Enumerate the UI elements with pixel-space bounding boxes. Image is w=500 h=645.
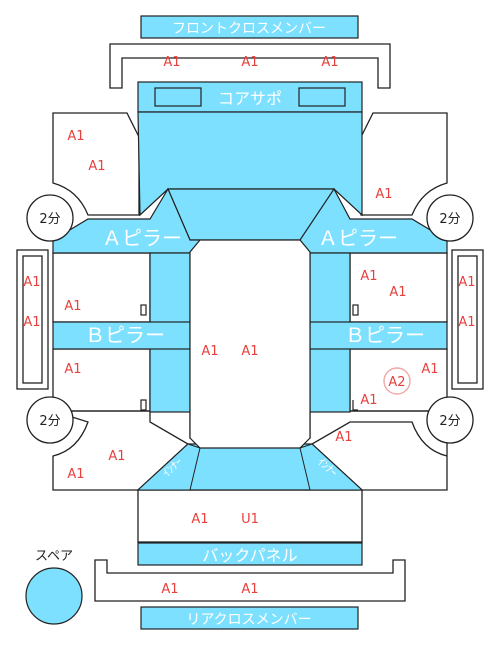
wheel-rl-mark: 2分 xyxy=(39,414,60,429)
latch-fr xyxy=(352,304,359,316)
core-support-window-left xyxy=(154,87,202,107)
side-step-right-inner xyxy=(457,255,478,384)
front-cross-member xyxy=(140,15,359,39)
wheel-rr-mark: 2分 xyxy=(439,414,460,429)
quarter-rear-left xyxy=(52,410,190,491)
spare-label: スペア xyxy=(35,549,73,564)
damage-mark: A1 xyxy=(360,393,377,408)
wheel-front-left xyxy=(26,194,74,242)
damage-mark: A1 xyxy=(64,362,81,377)
side-step-right xyxy=(451,249,484,390)
wheel-rear-right xyxy=(426,396,474,444)
rear-cross-member xyxy=(140,606,359,630)
latch-fl xyxy=(140,304,147,316)
a-pillar-left-label: Ａピラー xyxy=(102,226,182,250)
rear-inner-right-panel xyxy=(299,443,364,491)
door-rear-left xyxy=(52,348,151,412)
spare-tire xyxy=(25,567,83,625)
damage-mark: A1 xyxy=(335,430,352,445)
latch-rl xyxy=(140,399,147,411)
damage-mark: A1 xyxy=(321,55,338,70)
damage-mark: A1 xyxy=(389,285,406,300)
damage-mark: A1 xyxy=(360,269,377,284)
a2-highlight xyxy=(383,367,411,395)
damage-mark: A1 xyxy=(64,299,81,314)
side-step-left xyxy=(16,249,49,390)
core-support-window-right xyxy=(298,87,346,107)
b-pillar-left-label: Ｂピラー xyxy=(85,323,165,347)
b-pillar-right-label: Ｂピラー xyxy=(345,323,425,347)
damage-mark: A1 xyxy=(161,582,178,597)
wheel-front-right xyxy=(426,194,474,242)
side-step-left-inner xyxy=(22,255,43,384)
rear-cross-member-label: リアクロスメンバー xyxy=(186,612,311,628)
damage-mark: A1 xyxy=(241,582,258,597)
damage-mark: A1 xyxy=(23,275,40,290)
wheel-fr-mark: 2分 xyxy=(439,212,460,227)
damage-mark: A1 xyxy=(241,55,258,70)
rear-member-outline xyxy=(94,559,406,602)
back-panel xyxy=(137,542,363,566)
wheel-rear-left xyxy=(26,396,74,444)
damage-mark: A2 xyxy=(388,375,405,390)
front-cross-member-label: フロントクロスメンバー xyxy=(172,21,326,37)
wheel-fl-mark: 2分 xyxy=(39,212,60,227)
damage-mark: A1 xyxy=(458,315,475,330)
damage-mark: A1 xyxy=(421,362,438,377)
rear-inner-left-panel xyxy=(136,443,201,491)
damage-mark: A1 xyxy=(108,449,125,464)
front-member-outline xyxy=(109,43,391,89)
damage-mark: A1 xyxy=(201,344,218,359)
core-support-label: コアサポ xyxy=(218,89,282,108)
damage-mark: A1 xyxy=(67,467,84,482)
damage-mark: A1 xyxy=(375,187,392,202)
damage-mark: A1 xyxy=(458,275,475,290)
front-right-fender xyxy=(360,112,448,216)
damage-mark: A1 xyxy=(67,129,84,144)
damage-mark: A1 xyxy=(88,159,105,174)
a-pillar-right-label: Ａピラー xyxy=(318,226,398,250)
damage-mark: U1 xyxy=(241,512,259,527)
b-pillar-left xyxy=(52,321,191,350)
back-panel-label: バックパネル xyxy=(202,546,297,565)
damage-mark: A1 xyxy=(241,344,258,359)
damage-mark: A1 xyxy=(23,315,40,330)
latch-rr xyxy=(352,400,358,411)
damage-mark: A1 xyxy=(163,55,180,70)
damage-mark: A1 xyxy=(191,512,208,527)
